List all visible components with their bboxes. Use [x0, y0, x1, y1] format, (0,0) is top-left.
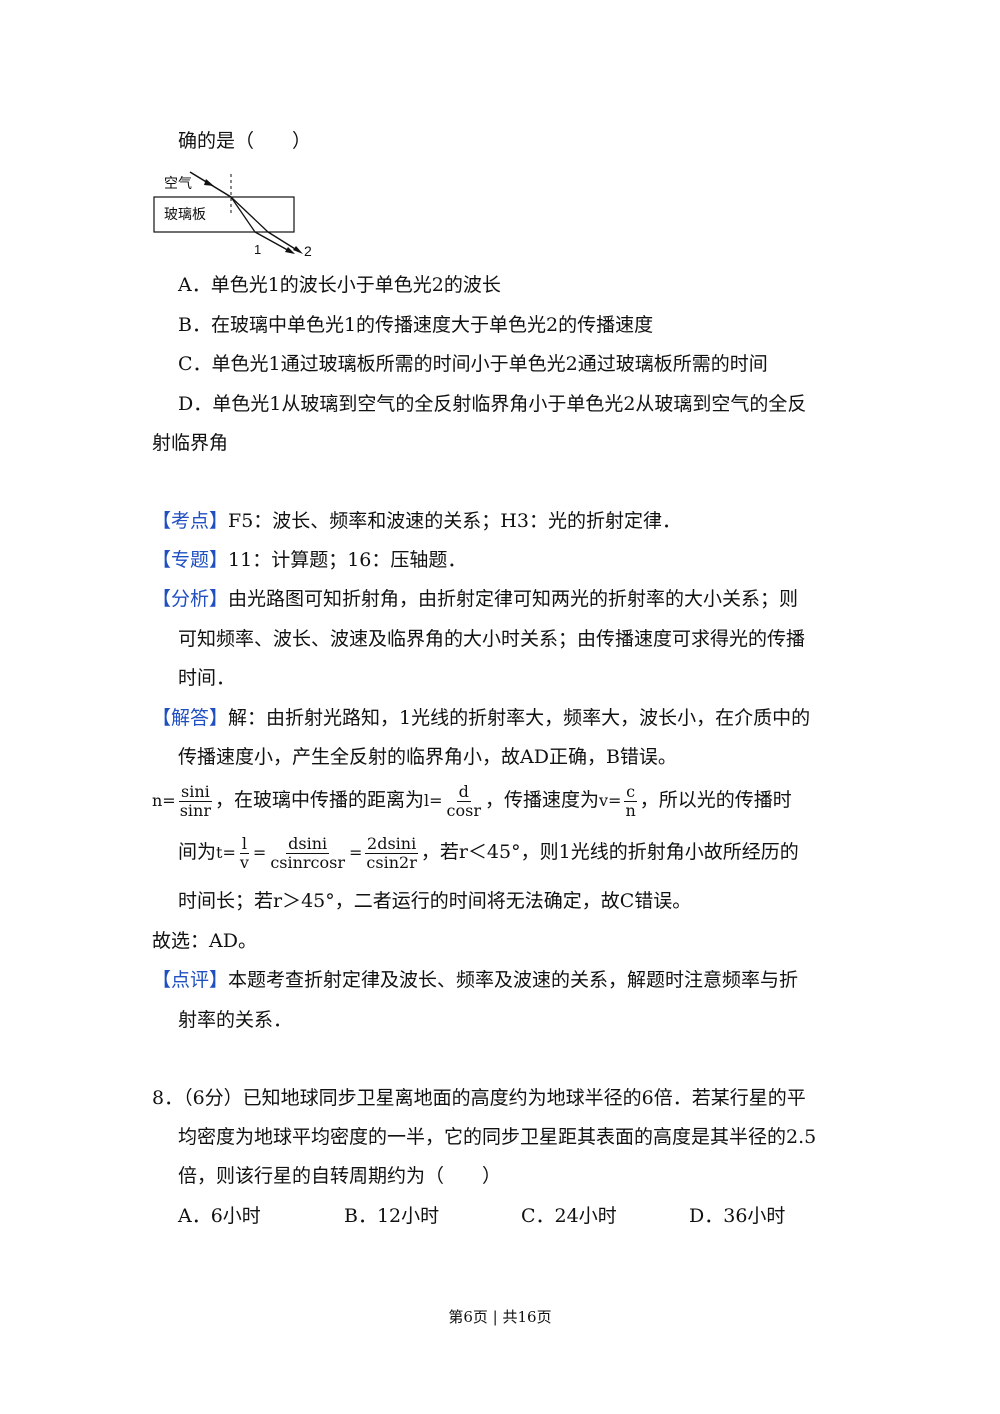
exit-arrow-2 — [293, 246, 303, 254]
dianping-line: 【点评】本题考查折射定律及波长、频率及波速的关系，解题时注意频率与折 — [152, 967, 798, 993]
equals-2: = — [349, 843, 363, 862]
l-denominator: cosr — [446, 800, 481, 820]
n-denominator: sinr — [179, 800, 211, 820]
q8-line-1: 8．（6分）已知地球同步卫星离地面的高度约为地球半径的6倍．若某行星的平 — [152, 1087, 806, 1109]
formula2-tail: ，若r＜45°，则1光线的折射角小故所经历的 — [420, 841, 799, 863]
fenxi-tag: 【分析】 — [152, 588, 229, 610]
zhuanti-tag: 【专题】 — [152, 549, 229, 571]
jieda-text: 解：由折射光路知，1光线的折射率大，频率大，波长小，在介质中的 — [228, 707, 811, 729]
f3-denominator: csin2r — [366, 852, 417, 872]
option-c: C．单色光1通过玻璃板所需的时间小于单色光2通过玻璃板所需的时间 — [178, 353, 768, 375]
ray-2-label: 2 — [304, 243, 312, 259]
option-d: D．单色光1从玻璃到空气的全反射临界角小于单色光2从玻璃到空气的全反 — [178, 393, 807, 415]
t-prefix: t= — [216, 843, 236, 862]
f2-denominator: csinrcosr — [270, 852, 346, 872]
dianping-tag: 【点评】 — [152, 969, 229, 991]
jieda-line-2: 传播速度小，产生全反射的临界角小，故AD正确，B错误。 — [178, 746, 677, 768]
q8-option-a: A．6小时 — [178, 1205, 261, 1227]
l-prefix: l= — [424, 791, 443, 810]
formula-text-1: ，在玻璃中传播的距离为 — [215, 789, 425, 811]
formula-text-3: ，所以光的传播时 — [639, 789, 792, 811]
answer-line: 故选：AD。 — [152, 930, 257, 952]
v-prefix: v= — [599, 791, 622, 810]
air-label: 空气 — [164, 175, 192, 191]
dianping-line-2: 射率的关系． — [178, 1009, 293, 1031]
formula-text-2: ，传播速度为 — [485, 789, 600, 811]
analysis-line-after: 时间长；若r＞45°，二者运行的时间将无法确定，故C错误。 — [178, 890, 692, 912]
q8-option-d: D．36小时 — [689, 1205, 786, 1227]
page-footer: 第6页 | 共16页 — [448, 1308, 552, 1326]
jieda-tag: 【解答】 — [152, 707, 229, 729]
question-stem-tail: 确的是（ ） — [178, 130, 312, 152]
equals-1: = — [252, 843, 267, 862]
f3-numerator: 2dsini — [365, 833, 419, 854]
f1-numerator: l — [239, 833, 249, 854]
n-numerator: sini — [178, 781, 212, 802]
refracted-ray-2 — [230, 196, 269, 233]
kaodian-tag: 【考点】 — [152, 510, 229, 532]
glass-plate — [153, 196, 295, 233]
option-a: A．单色光1的波长小于单色光2的波长 — [178, 274, 501, 296]
option-b: B．在玻璃中单色光1的传播速度大于单色光2的传播速度 — [178, 314, 654, 336]
fenxi-line: 【分析】由光路图可知折射角，由折射定律可知两光的折射率的大小关系；则 — [152, 586, 798, 612]
formula2-lead: 间为 — [178, 841, 217, 863]
option-d-cont: 射临界角 — [152, 432, 229, 454]
zhuanti-text: 11：计算题；16：压轴题． — [228, 549, 467, 571]
dianping-text: 本题考查折射定律及波长、频率及波速的关系，解题时注意频率与折 — [228, 969, 799, 991]
fenxi-line-2: 可知频率、波长、波速及临界角的大小时关系；由传播速度可求得光的传播 — [178, 628, 806, 650]
q8-option-c: C．24小时 — [521, 1205, 617, 1227]
zhuanti-line: 【专题】11：计算题；16：压轴题． — [152, 547, 466, 573]
n-prefix: n= — [152, 791, 176, 810]
refraction-diagram: 空气 玻璃板 1 2 — [153, 171, 312, 259]
kaodian-line: 【考点】F5：波长、频率和波速的关系；H3：光的折射定律． — [152, 508, 681, 534]
refracted-ray-1 — [230, 196, 256, 233]
q8-line-3: 倍，则该行星的自转周期约为（ ） — [178, 1165, 502, 1187]
ray-1-label: 1 — [254, 242, 261, 257]
kaodian-text: F5：波长、频率和波速的关系；H3：光的折射定律． — [228, 510, 681, 532]
incident-arrow — [204, 179, 214, 186]
f1-denominator: v — [239, 852, 249, 872]
l-numerator: d — [456, 781, 471, 802]
f2-numerator: dsini — [286, 833, 330, 854]
glass-label: 玻璃板 — [164, 206, 206, 222]
jieda-line: 【解答】解：由折射光路知，1光线的折射率大，频率大，波长小，在介质中的 — [152, 705, 810, 731]
fenxi-line-3: 时间． — [178, 667, 236, 689]
v-numerator: c — [624, 781, 638, 802]
fenxi-text: 由光路图可知折射角，由折射定律可知两光的折射率的大小关系；则 — [228, 588, 799, 610]
exit-arrow-1 — [285, 247, 295, 254]
q8-line-2: 均密度为地球平均密度的一半，它的同步卫星距其表面的高度是其半径的2.5 — [178, 1126, 817, 1148]
v-denominator: n — [625, 800, 636, 820]
q8-option-b: B．12小时 — [344, 1205, 440, 1227]
